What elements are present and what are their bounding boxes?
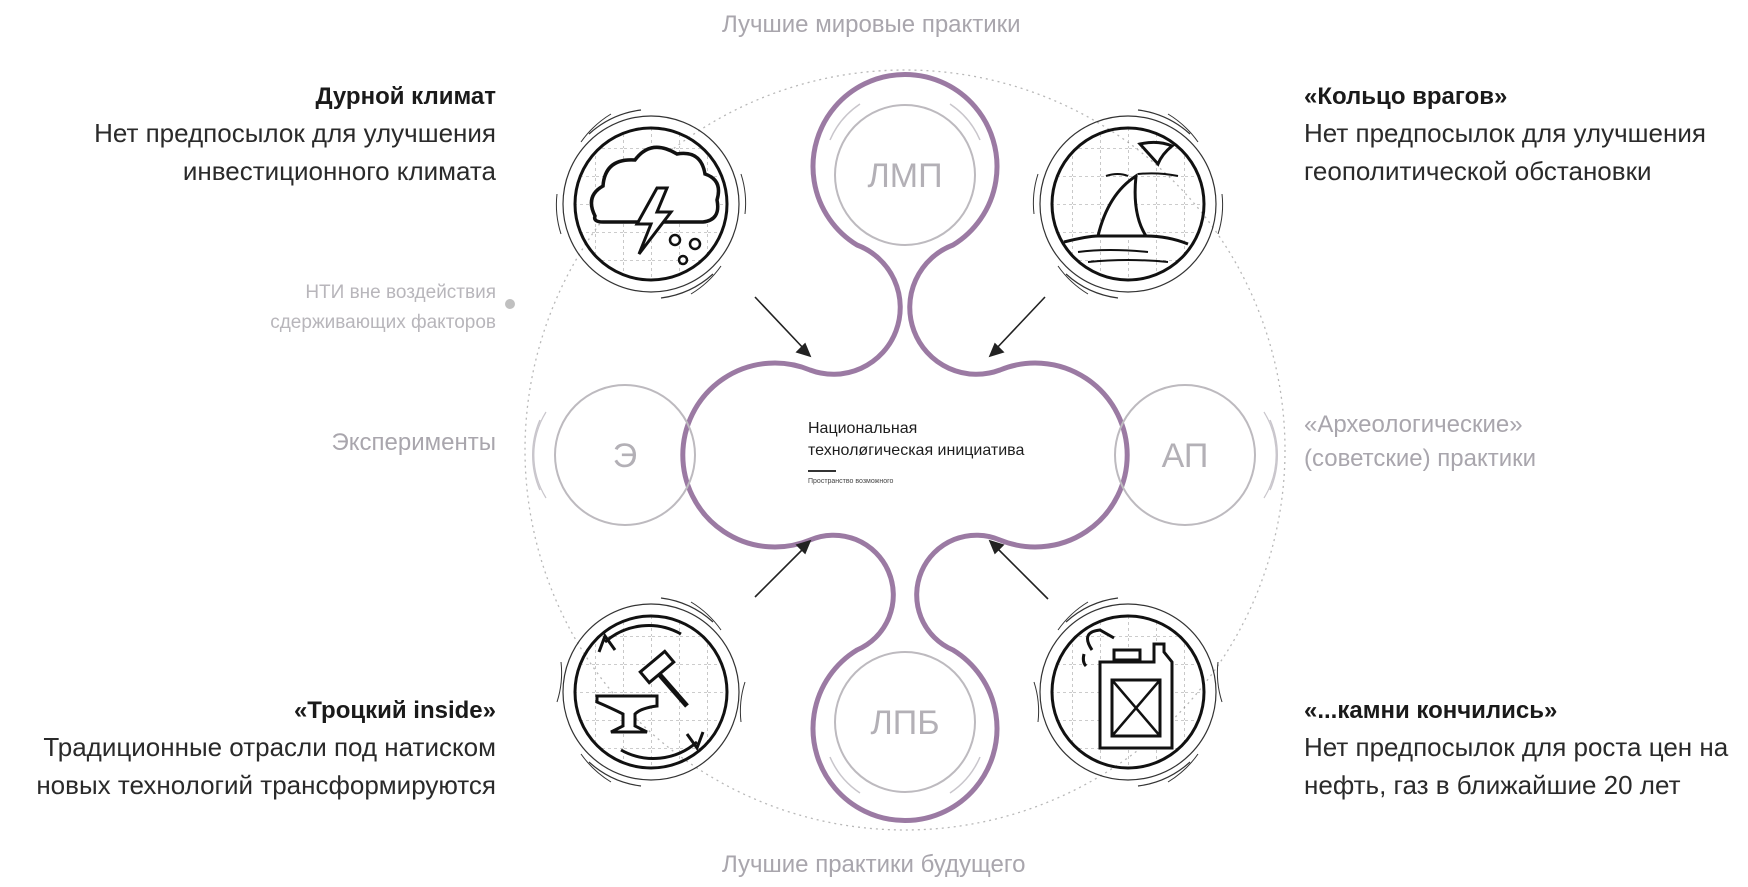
arrow-top-left xyxy=(754,296,812,358)
factor-climate-desc-line1: Нет предпосылок для улучшения xyxy=(94,118,496,148)
logo-subtitle: Пространство возможного xyxy=(808,478,894,485)
arrow-bottom-right xyxy=(988,539,1049,600)
storm-cloud-icon xyxy=(555,109,747,299)
node-ap xyxy=(1114,384,1279,526)
archaeological-label-line1: «Археологические» xyxy=(1304,411,1523,438)
nti-label-line2: сдерживающих факторов xyxy=(270,312,496,333)
factor-enemies-title: «Кольцо врагов» xyxy=(1304,83,1508,110)
factor-trotsky-desc-line1: Традиционные отрасли под натиском xyxy=(43,732,496,762)
factor-trotsky-title: «Троцкий inside» xyxy=(293,697,496,724)
arrow-top-right xyxy=(988,296,1046,358)
top-caption: Лучшие мировые практики xyxy=(722,11,1021,38)
nti-label-line1: НТИ вне воздействия xyxy=(305,282,496,303)
factor-stones-desc-line2: нефть, газ в ближайшие 20 лет xyxy=(1304,770,1681,800)
factor-trotsky-desc-line2: новых технологий трансформируются xyxy=(36,770,496,800)
arrow-bottom-left xyxy=(754,539,812,598)
node-e-label: Э xyxy=(613,437,637,475)
node-ap-label: АП xyxy=(1162,437,1209,475)
anvil-hammer-icon xyxy=(556,597,746,787)
clover-outline xyxy=(680,72,1130,823)
node-e xyxy=(531,384,696,526)
fuel-canister-icon xyxy=(1033,597,1223,787)
shark-fin-icon xyxy=(1032,109,1224,299)
factor-stones-desc-line1: Нет предпосылок для роста цен на xyxy=(1304,732,1729,762)
factor-enemies-desc-line2: геополитической обстановки xyxy=(1304,156,1652,186)
factor-climate-desc-line2: инвестиционного климата xyxy=(182,156,496,186)
nti-dot xyxy=(505,299,515,309)
factor-climate-title: Дурной климат xyxy=(315,83,496,110)
node-lmp xyxy=(829,103,981,246)
node-lpb-label: ЛПБ xyxy=(870,704,939,742)
archaeological-label-line2: (советские) практики xyxy=(1304,445,1537,472)
nti-logo: Национальная технолøгическая инициатива … xyxy=(808,418,1024,485)
experiments-label: Эксперименты xyxy=(331,429,496,456)
node-lmp-label: ЛМП xyxy=(867,157,942,195)
logo-divider xyxy=(808,470,836,472)
logo-title-line2: технолøгическая инициатива xyxy=(808,442,1025,459)
logo-title-line1: Национальная xyxy=(808,420,918,437)
outer-boundary-circle xyxy=(524,69,1286,831)
bottom-caption: Лучшие практики будущего xyxy=(722,851,1026,878)
node-lpb xyxy=(829,651,981,794)
factor-enemies-desc-line1: Нет предпосылок для улучшения xyxy=(1304,118,1706,148)
factor-stones-title: «...камни кончились» xyxy=(1304,697,1558,724)
